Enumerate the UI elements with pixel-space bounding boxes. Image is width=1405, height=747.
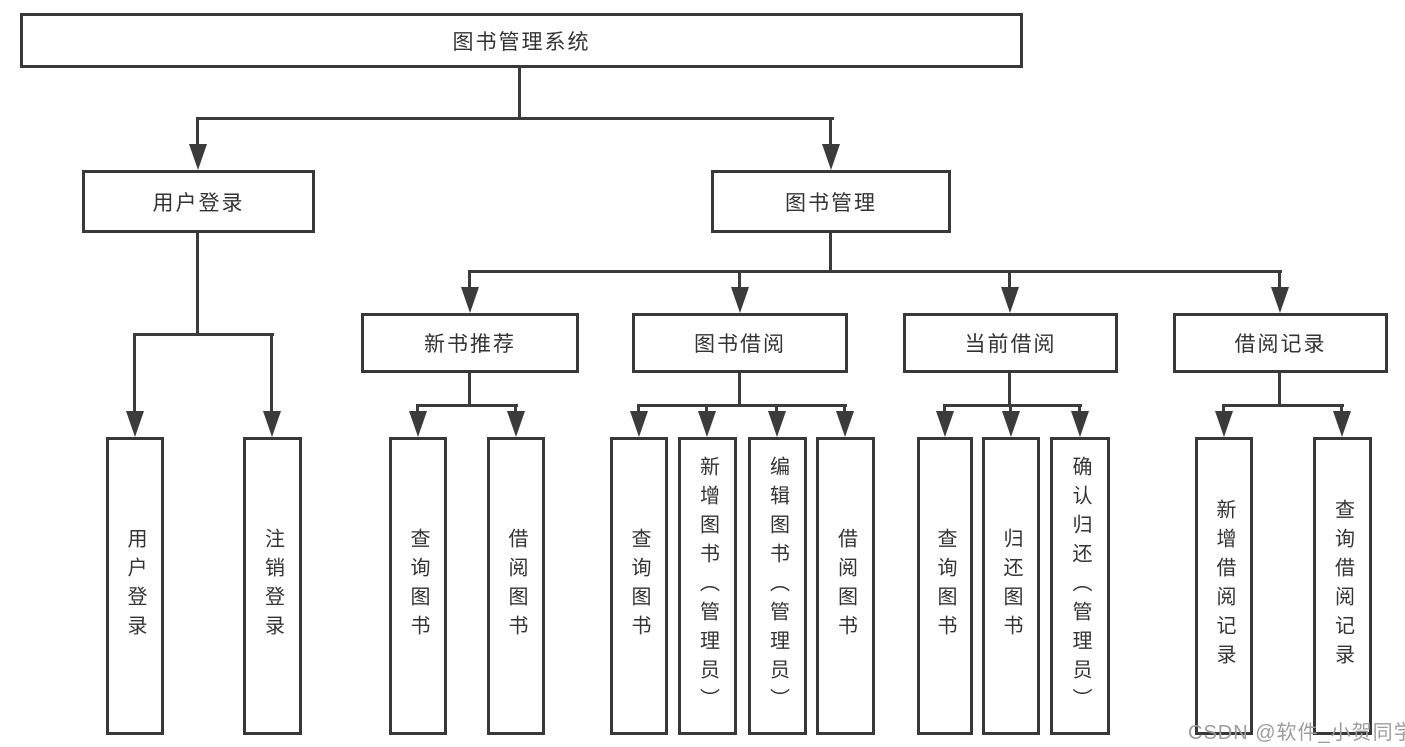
connector-line (738, 270, 741, 290)
connector-line (1340, 404, 1343, 416)
connector-line (637, 404, 847, 407)
leaf-current-return-books: 归还图书 (982, 437, 1040, 735)
leaf-label: 查询借阅记录 (1331, 499, 1354, 673)
connector-line (775, 404, 778, 416)
connector-line (197, 117, 834, 120)
connector-line (514, 404, 517, 416)
arrowhead-down-icon (1271, 287, 1289, 313)
connector-line (1008, 373, 1011, 407)
node-borrow-records: 借阅记录 (1173, 313, 1388, 373)
connector-line (1009, 404, 1012, 416)
leaf-records-add-record: 新增借阅记录 (1195, 437, 1253, 735)
leaf-label: 查询图书 (934, 528, 956, 644)
leaf-borrow-add-books-admin: 新增图书（管理员） (678, 437, 737, 735)
connector-line (943, 404, 946, 416)
arrowhead-down-icon (731, 287, 749, 313)
connector-line (1278, 270, 1281, 290)
connector-line (468, 270, 471, 290)
arrowhead-down-icon (507, 411, 525, 437)
arrowhead-down-icon (1001, 287, 1019, 313)
connector-line (829, 117, 832, 147)
leaf-label: 新增借阅记录 (1213, 499, 1235, 673)
leaf-label: 借阅图书 (834, 528, 857, 644)
node-library-system: 图书管理系统 (20, 13, 1023, 68)
leaf-label: 用户登录 (124, 528, 146, 644)
leaf-label: 确认归还（管理员） (1069, 455, 1091, 717)
leaf-current-query-books: 查询图书 (917, 437, 973, 735)
leaf-label: 查询图书 (628, 528, 650, 644)
connector-line (1278, 373, 1281, 407)
leaf-label: 归还图书 (1000, 528, 1022, 644)
arrowhead-down-icon (1215, 411, 1233, 437)
arrowhead-down-icon (189, 144, 207, 170)
arrowhead-down-icon (1002, 411, 1020, 437)
arrowhead-down-icon (263, 411, 281, 437)
connector-line (416, 404, 518, 407)
connector-line (829, 233, 832, 273)
connector-line (416, 404, 419, 416)
leaf-user-login: 用户登录 (106, 437, 164, 735)
connector-line (133, 333, 274, 336)
connector-line (196, 117, 199, 147)
leaf-label: 新增图书（管理员） (696, 455, 719, 717)
arrowhead-down-icon (768, 411, 786, 437)
arrowhead-down-icon (461, 287, 479, 313)
arrowhead-down-icon (1071, 411, 1089, 437)
leaf-borrow-query-books: 查询图书 (610, 437, 668, 735)
node-current-borrow: 当前借阅 (903, 313, 1118, 373)
connector-line (705, 404, 708, 416)
leaf-label: 查询图书 (407, 528, 429, 644)
leaf-label: 编辑图书（管理员） (766, 455, 789, 717)
arrowhead-down-icon (936, 411, 954, 437)
leaf-label: 注销登录 (261, 528, 284, 644)
connector-line (468, 373, 471, 407)
connector-line (1078, 404, 1081, 416)
node-user-login: 用户登录 (82, 170, 315, 233)
connector-line (1222, 404, 1225, 416)
connector-line (1008, 270, 1011, 290)
leaf-borrow-borrow-books: 借阅图书 (816, 437, 875, 735)
arrowhead-down-icon (630, 411, 648, 437)
connector-line (133, 333, 136, 413)
connector-line (518, 68, 521, 119)
connector-line (196, 233, 199, 336)
arrowhead-down-icon (822, 144, 840, 170)
leaf-logout: 注销登录 (243, 437, 302, 735)
leaf-borrow-edit-books-admin: 编辑图书（管理员） (748, 437, 807, 735)
node-book-management: 图书管理 (711, 170, 951, 233)
connector-line (270, 333, 273, 413)
connector-line (943, 404, 1082, 407)
arrowhead-down-icon (1333, 411, 1351, 437)
connector-line (468, 270, 1282, 273)
node-book-borrow: 图书借阅 (632, 313, 848, 373)
leaf-current-confirm-return-admin: 确认归还（管理员） (1050, 437, 1110, 735)
leaf-records-query-record: 查询借阅记录 (1313, 437, 1372, 735)
leaf-recommend-borrow-books: 借阅图书 (487, 437, 545, 735)
leaf-recommend-query-books: 查询图书 (389, 437, 447, 735)
arrowhead-down-icon (698, 411, 716, 437)
node-new-book-recommend: 新书推荐 (361, 313, 579, 373)
arrowhead-down-icon (836, 411, 854, 437)
connector-line (1222, 404, 1344, 407)
connector-line (738, 373, 741, 407)
arrowhead-down-icon (409, 411, 427, 437)
leaf-label: 借阅图书 (505, 528, 527, 644)
connector-line (637, 404, 640, 416)
connector-line (843, 404, 846, 416)
csdn-watermark: CSDN @软件_小贺同学 (1188, 722, 1405, 744)
arrowhead-down-icon (126, 411, 144, 437)
